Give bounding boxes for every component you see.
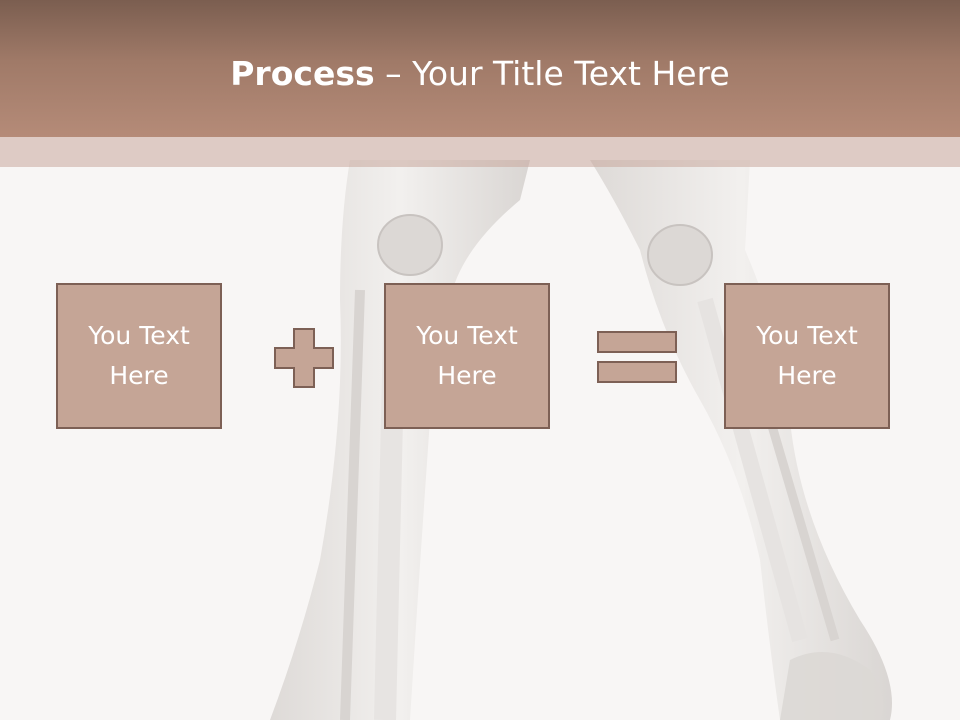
title-dash: –: [374, 54, 413, 93]
title-bar: [0, 0, 960, 137]
process-box-2[interactable]: You Text Here: [384, 283, 550, 429]
process-box-1[interactable]: You Text Here: [56, 283, 222, 429]
title-bold: Process: [230, 54, 375, 93]
plus-icon: [274, 328, 334, 388]
slide-title: Process – Your Title Text Here: [0, 52, 960, 96]
process-box-2-text: You Text Here: [416, 321, 518, 390]
title-bar-strip: [0, 137, 960, 167]
process-box-3-text: You Text Here: [756, 321, 858, 390]
process-box-1-text: You Text Here: [88, 321, 190, 390]
process-box-3[interactable]: You Text Here: [724, 283, 890, 429]
equals-icon: [597, 331, 677, 383]
title-rest: Your Title Text Here: [412, 54, 730, 93]
